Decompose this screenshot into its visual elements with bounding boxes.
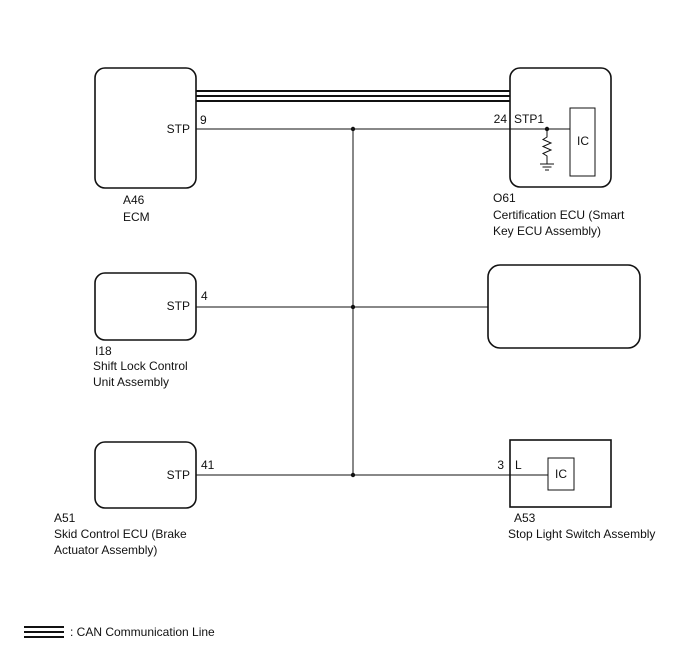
unlabeled-component-block [487, 264, 641, 349]
skid-control-name-line1: Skid Control ECU (Brake [54, 527, 187, 541]
skid-control-pin-label: STP [167, 468, 190, 482]
stop-light-switch-code: A53 [514, 511, 536, 525]
ecm-name: ECM [123, 210, 150, 224]
ecm-code: A46 [123, 193, 145, 207]
junction-middle [350, 304, 356, 310]
skid-control-name-line2: Actuator Assembly) [54, 543, 157, 557]
pull-down-resistor [541, 129, 553, 164]
stop-light-switch-pin-number: 3 [497, 458, 504, 472]
ecm-block [94, 67, 197, 189]
shift-lock-name-line2: Unit Assembly [93, 375, 169, 389]
junction-bottom [350, 472, 356, 478]
skid-control-code: A51 [54, 511, 76, 525]
certification-ecu-name-line1: Certification ECU (Smart [493, 208, 625, 222]
stop-light-switch-ic-label: IC [555, 467, 567, 481]
certification-ecu-ic-box [569, 107, 596, 177]
stop-light-switch-pin-label: L [515, 458, 522, 472]
shift-lock-pin-label: STP [167, 299, 190, 313]
ecm-pin-number: 9 [200, 113, 207, 127]
certification-ecu-name-line2: Key ECU Assembly) [493, 224, 601, 238]
skid-control-pin-number: 41 [201, 458, 215, 472]
stop-light-switch-name: Stop Light Switch Assembly [508, 527, 655, 541]
junction-top [350, 126, 356, 132]
certification-ecu-pin-label: STP1 [514, 112, 544, 126]
shift-lock-code: I18 [95, 344, 112, 358]
certification-ecu-code: O61 [493, 191, 516, 205]
stop-light-switch-ic-box [547, 457, 575, 491]
certification-ecu-ic-label: IC [577, 134, 589, 148]
certification-ecu-pin-number: 24 [494, 112, 508, 126]
shift-lock-pin-number: 4 [201, 289, 208, 303]
certification-ecu-block [509, 67, 612, 188]
legend-text: : CAN Communication Line [70, 625, 215, 639]
ecm-pin-label: STP [167, 122, 190, 136]
shift-lock-name-line1: Shift Lock Control [93, 359, 188, 373]
